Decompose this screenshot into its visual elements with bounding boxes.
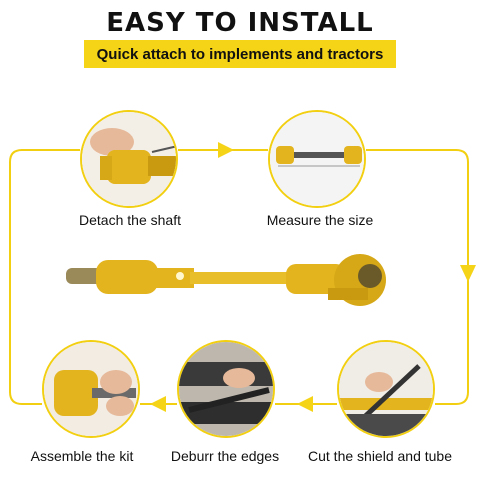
file-deburring-icon bbox=[179, 342, 273, 436]
arrow-left-icon bbox=[150, 396, 166, 412]
step-label-measure: Measure the size bbox=[266, 212, 374, 228]
step-label-assemble: Assemble the kit bbox=[30, 448, 134, 464]
pto-drive-shaft-icon bbox=[66, 254, 386, 306]
arrow-down-icon bbox=[460, 265, 476, 282]
subtitle-banner: Quick attach to implements and tractors bbox=[84, 40, 396, 68]
step-deburr-image bbox=[177, 340, 275, 438]
arrow-left-icon bbox=[297, 396, 313, 412]
step-assemble-image bbox=[42, 340, 140, 438]
hand-holding-shaft-icon bbox=[82, 112, 176, 206]
step-detach-image bbox=[80, 110, 178, 208]
step-measure-image bbox=[268, 110, 366, 208]
measuring-shaft-icon bbox=[270, 112, 364, 206]
subtitle-text: Quick attach to implements and tractors bbox=[96, 45, 384, 63]
step-label-deburr: Deburr the edges bbox=[170, 448, 280, 464]
assembling-shaft-icon bbox=[44, 342, 138, 436]
step-label-cut: Cut the shield and tube bbox=[308, 448, 452, 464]
arrow-right-icon bbox=[218, 142, 234, 158]
saw-cutting-icon bbox=[339, 342, 433, 436]
step-label-detach: Detach the shaft bbox=[79, 212, 181, 228]
step-cut-image bbox=[337, 340, 435, 438]
page-title: EASY TO INSTALL bbox=[106, 8, 374, 38]
